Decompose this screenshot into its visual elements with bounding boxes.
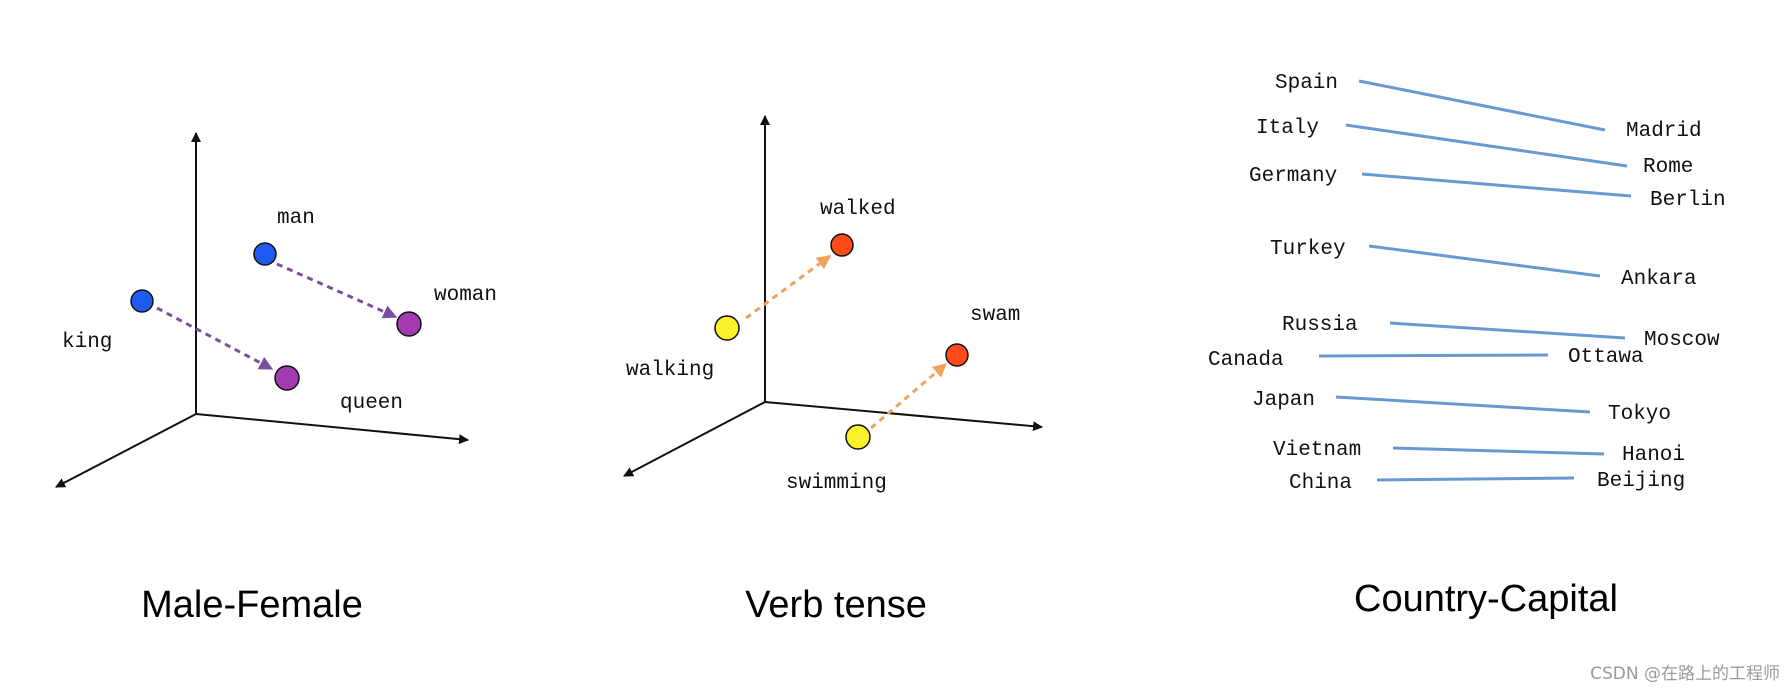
label-swimming: swimming bbox=[786, 472, 887, 495]
country-japan: Japan bbox=[1252, 389, 1315, 412]
pair-line-turkey bbox=[1368, 244, 1601, 278]
swam-point bbox=[945, 343, 969, 367]
queen-point bbox=[274, 365, 300, 391]
swimming-swam-arrow bbox=[870, 362, 948, 430]
label-man: man bbox=[277, 207, 315, 230]
label-woman: woman bbox=[434, 284, 497, 307]
mf-axis-z bbox=[55, 413, 197, 488]
mf-axis-x bbox=[195, 413, 469, 445]
pair-line-canada bbox=[1318, 353, 1549, 358]
capital-moscow: Moscow bbox=[1644, 329, 1720, 352]
country-vietnam: Vietnam bbox=[1273, 439, 1361, 462]
pair-line-italy bbox=[1345, 123, 1628, 168]
man-point bbox=[253, 242, 277, 266]
swimming-point bbox=[845, 424, 871, 450]
vt-axis-x bbox=[764, 401, 1043, 432]
pair-line-russia bbox=[1389, 321, 1626, 340]
capital-rome: Rome bbox=[1643, 156, 1693, 179]
caption-verb-tense: Verb tense bbox=[745, 584, 927, 626]
walking-point bbox=[714, 315, 740, 341]
country-capital-panel: Spain Italy Germany Turkey Russia Canada… bbox=[1208, 72, 1726, 495]
country-canada: Canada bbox=[1208, 349, 1284, 372]
label-king: king bbox=[62, 331, 112, 354]
king-queen-arrow bbox=[156, 306, 274, 371]
country-russia: Russia bbox=[1282, 314, 1358, 337]
country-germany: Germany bbox=[1249, 165, 1337, 188]
verb-tense-panel: walked walking swam swimming bbox=[623, 115, 1043, 495]
capital-berlin: Berlin bbox=[1650, 189, 1726, 212]
walked-point bbox=[830, 233, 854, 257]
capital-ankara: Ankara bbox=[1621, 268, 1697, 291]
capital-madrid: Madrid bbox=[1626, 120, 1702, 143]
pair-line-vietnam bbox=[1392, 446, 1605, 456]
label-swam: swam bbox=[970, 304, 1020, 327]
capital-beijing: Beijing bbox=[1597, 470, 1685, 493]
watermark: CSDN @在路上的工程师 bbox=[1590, 664, 1780, 684]
pair-line-germany bbox=[1361, 172, 1632, 198]
walking-walked-arrow bbox=[745, 254, 832, 320]
woman-point bbox=[396, 311, 422, 337]
country-spain: Spain bbox=[1275, 72, 1338, 95]
vt-axis-z bbox=[623, 401, 766, 477]
label-walking: walking bbox=[626, 359, 714, 382]
pair-line-japan bbox=[1335, 395, 1591, 414]
capital-tokyo: Tokyo bbox=[1608, 403, 1671, 426]
king-point bbox=[130, 289, 154, 313]
country-turkey: Turkey bbox=[1270, 238, 1346, 261]
label-queen: queen bbox=[340, 392, 403, 415]
pair-line-china bbox=[1376, 476, 1575, 482]
caption-male-female: Male-Female bbox=[141, 584, 363, 626]
man-woman-arrow bbox=[276, 262, 398, 319]
caption-country-capital: Country-Capital bbox=[1354, 578, 1618, 620]
male-female-panel: man woman king queen bbox=[55, 132, 497, 488]
pair-line-spain bbox=[1358, 79, 1606, 132]
country-italy: Italy bbox=[1256, 117, 1319, 140]
capital-hanoi: Hanoi bbox=[1622, 444, 1685, 467]
country-china: China bbox=[1289, 472, 1352, 495]
label-walked: walked bbox=[820, 198, 896, 221]
capital-ottawa: Ottawa bbox=[1568, 346, 1644, 369]
